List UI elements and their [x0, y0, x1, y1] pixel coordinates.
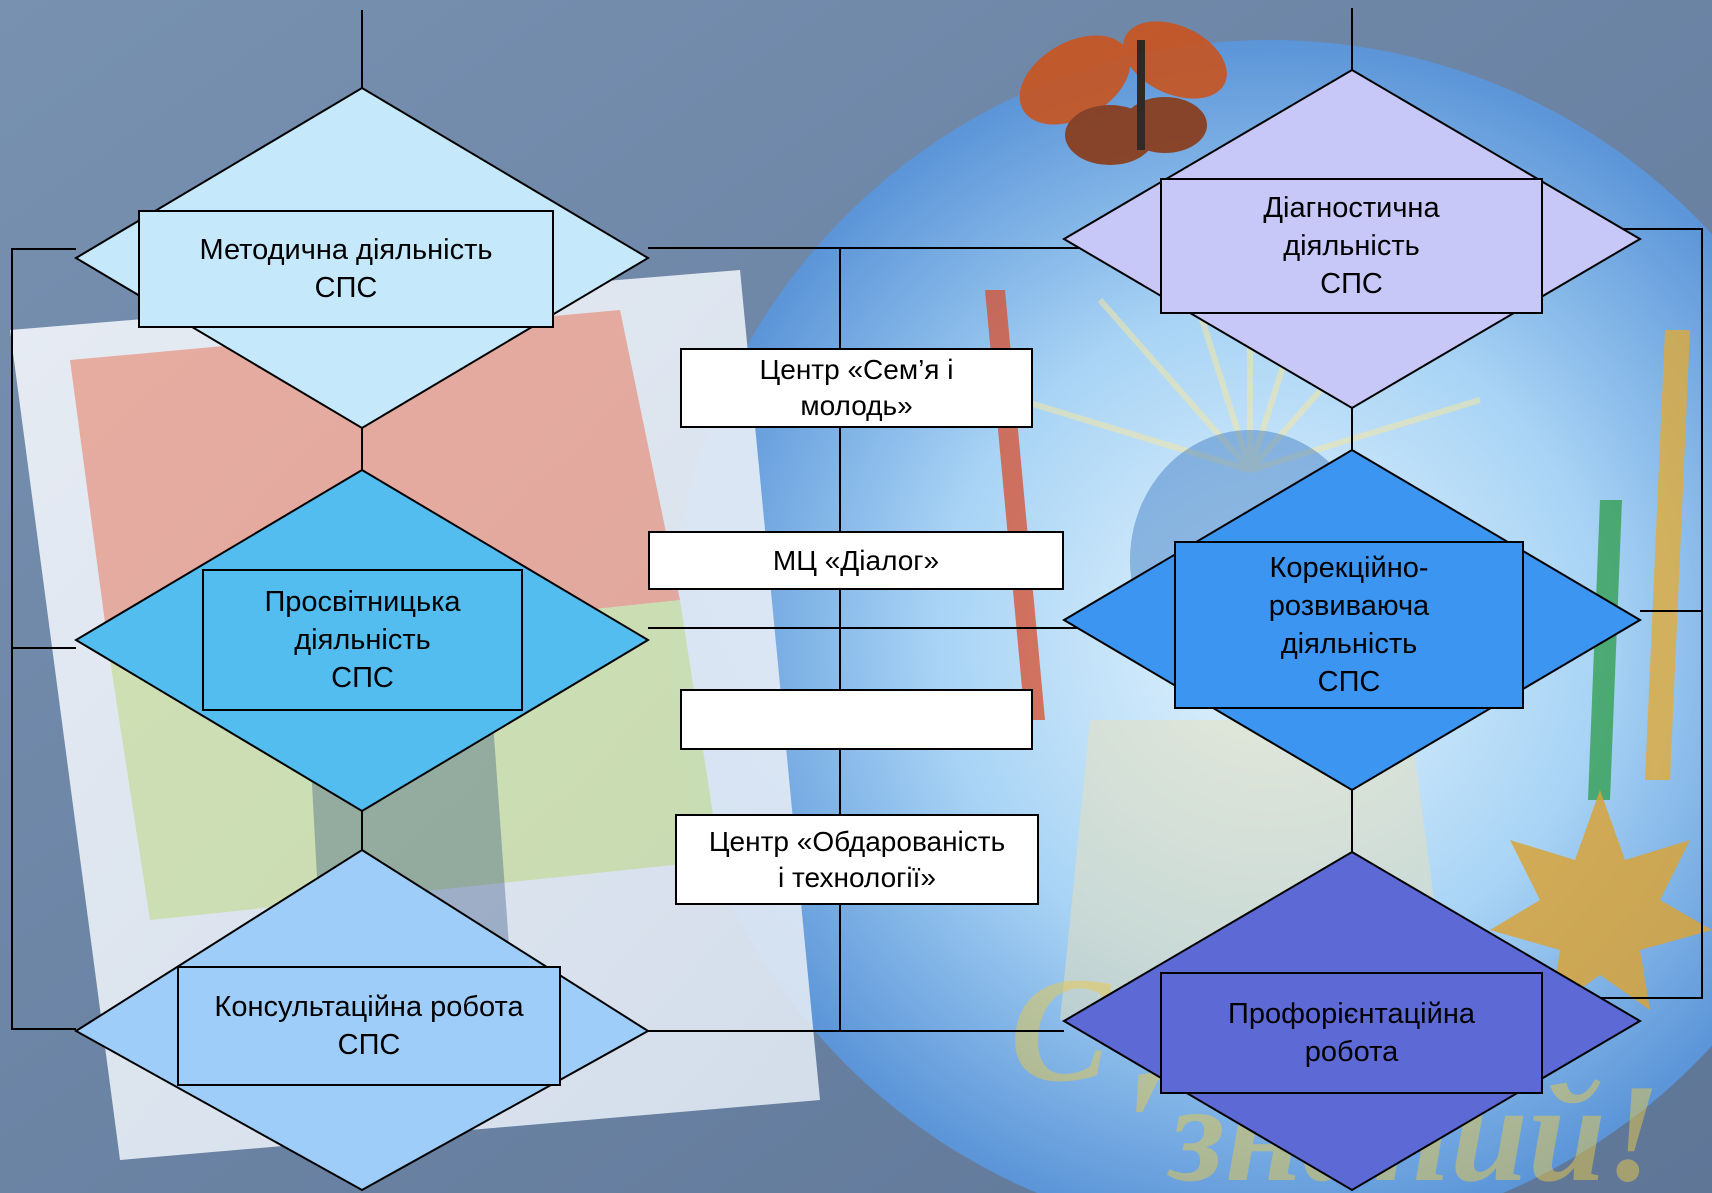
educational-activity-box: Просвітницька діяльність СПС: [202, 569, 523, 711]
maple-leaf-icon: [1490, 790, 1712, 1010]
consultative-work-box: Консультаційна робота СПС: [177, 966, 561, 1086]
correctional-activity-box: Корекційно- розвиваюча діяльність СПС: [1174, 541, 1524, 709]
dialog-center-box: МЦ «Діалог»: [648, 531, 1064, 590]
family-youth-center-box: Центр «Сем’я і молодь»: [680, 348, 1033, 428]
butterfly-icon: [1019, 21, 1227, 165]
gifted-technology-center-box: Центр «Обдарованість і технології»: [675, 814, 1039, 905]
career-guidance-box: Профорієнтаційна робота: [1160, 972, 1543, 1094]
diagnostic-activity-box: Діагностична діяльність СПС: [1160, 178, 1543, 314]
empty-center-box: [680, 689, 1033, 750]
methodical-activity-box: Методична діяльність СПС: [138, 210, 554, 328]
